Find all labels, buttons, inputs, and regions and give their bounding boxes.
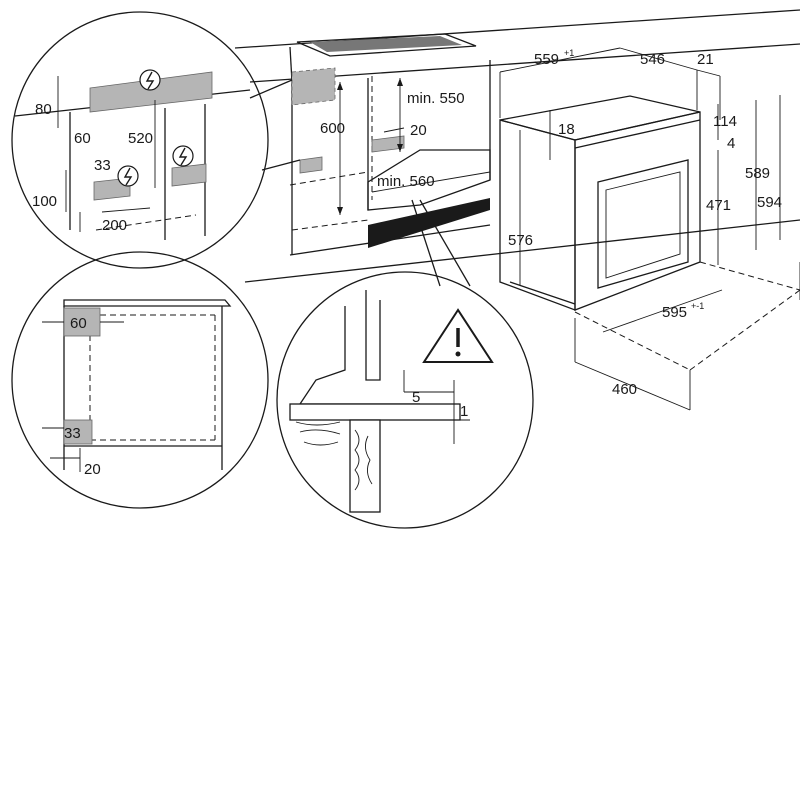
warning-triangle-icon [422,308,494,363]
dim-20-shelf: 20 [410,122,427,139]
dim-5: 5 [412,389,420,406]
dim-600: 600 [320,120,345,137]
dim-471: 471 [706,197,731,214]
dim-460: 460 [612,381,637,398]
dim-1: 1 [460,403,468,420]
dim-595: 595 [662,304,687,321]
dim-200: 200 [102,217,127,234]
dim-60-gap: 60 [70,315,87,332]
hob-cutout [296,33,477,57]
dim-min-560: min. 560 [377,173,435,190]
rear-vent-gap-bottom [63,419,93,445]
dim-595-tolerance: +-1 [691,301,704,311]
cabinet-socket-zone [299,156,323,174]
detail-circle-mounting: 5 1 [276,199,534,529]
dim-559-tolerance: +1 [564,48,574,58]
rear-vent-gap-top [63,307,101,337]
electric-hazard-icon [117,165,139,187]
dim-33-offset: 33 [94,157,111,174]
dim-546: 546 [640,51,665,68]
dim-594: 594 [757,194,782,211]
wood-side-panel [349,419,381,513]
dim-20-gap: 20 [84,461,101,478]
oven-drawing: 559 +1 546 21 114 4 18 589 594 471 576 5… [499,47,800,411]
dim-80: 80 [35,101,52,118]
cabinet-power-zone [291,67,336,106]
dim-559: 559 [534,51,559,68]
dim-114: 114 [713,113,737,130]
dim-4: 4 [727,135,735,152]
dim-min-550: min. 550 [407,90,465,107]
dim-100: 100 [32,193,57,210]
oven-front [574,111,701,311]
dim-18: 18 [558,121,575,138]
dim-520: 520 [128,130,153,147]
detail-circle-electrical: 80 60 520 33 100 200 [11,11,269,269]
dim-589: 589 [745,165,770,182]
cabinet-plinth [368,198,490,248]
cabinet-drawing: 600 min. 550 20 min. 560 [234,9,800,283]
detail-circle-rear-gaps: 60 33 20 [11,251,269,509]
dim-33-gap: 33 [64,425,81,442]
dim-21: 21 [697,51,714,68]
dim-576: 576 [508,232,533,249]
electric-hazard-icon [172,145,194,167]
dim-60-offset: 60 [74,130,91,147]
electric-hazard-icon [139,69,161,91]
upper-power-zone [89,71,213,113]
